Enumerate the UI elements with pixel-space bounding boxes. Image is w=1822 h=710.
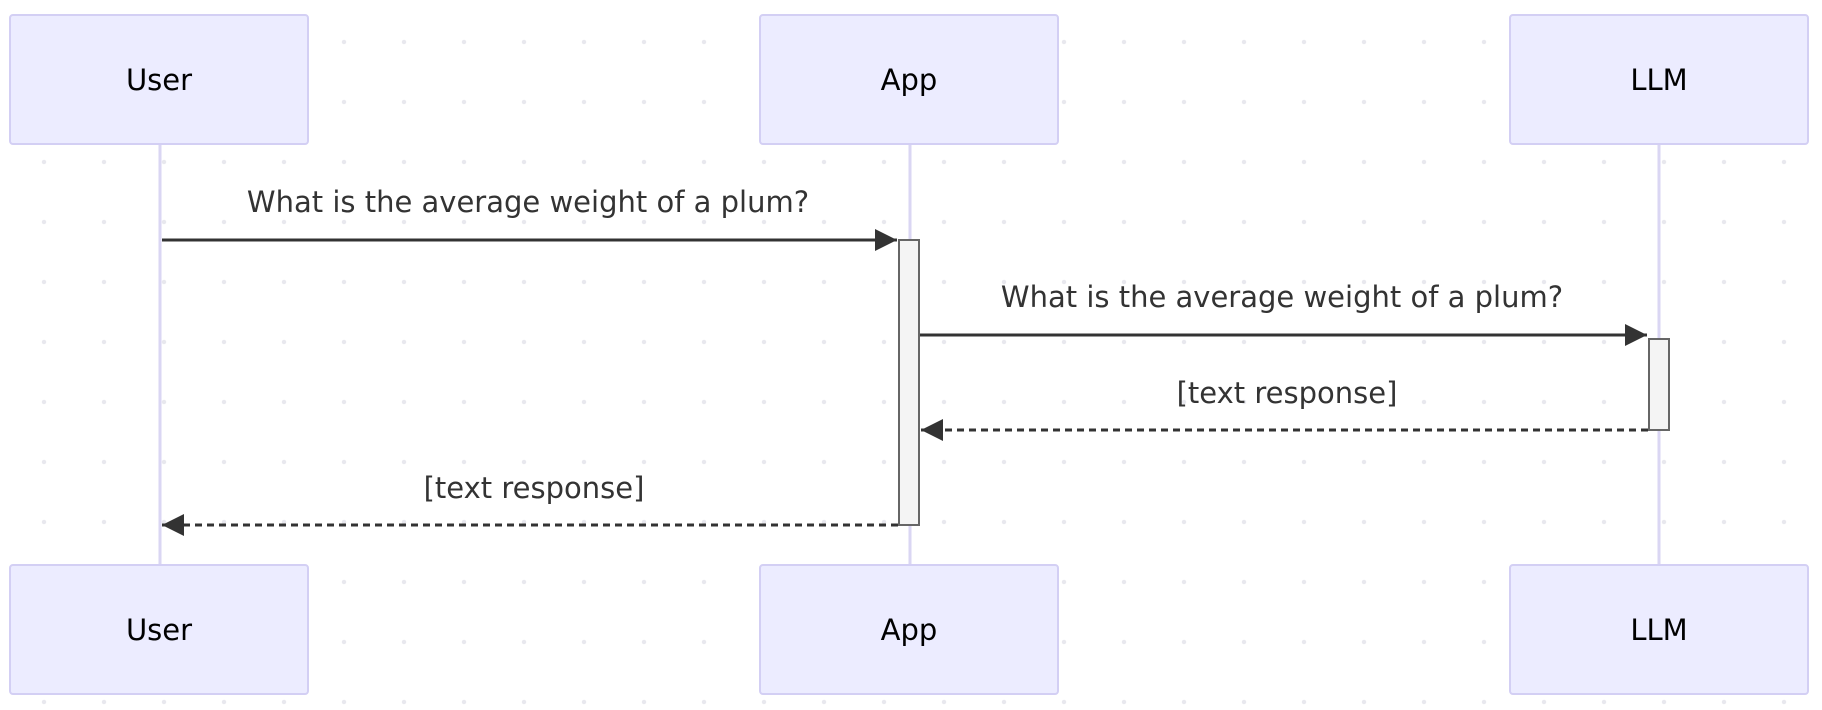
actor-app-top-label: App: [881, 63, 938, 97]
actor-llm-top: LLM: [1509, 14, 1809, 145]
message-user-to-app: What is the average weight of a plum?: [162, 185, 897, 251]
actor-user-bottom-label: User: [126, 613, 192, 647]
actor-llm-bottom-label: LLM: [1630, 613, 1687, 647]
message-llm-to-app: [text response]: [921, 376, 1648, 441]
actor-app-top: App: [759, 14, 1059, 145]
actor-llm-top-label: LLM: [1630, 63, 1687, 97]
message-label: [text response]: [1177, 376, 1398, 410]
actor-app-bottom-label: App: [881, 613, 938, 647]
activation-llm: [1648, 338, 1670, 431]
activation-app: [898, 239, 920, 526]
actor-user-top: User: [9, 14, 309, 145]
message-app-to-user: [text response]: [162, 471, 898, 536]
message-app-to-llm: What is the average weight of a plum?: [920, 280, 1647, 346]
actor-user-top-label: User: [126, 63, 192, 97]
actor-llm-bottom: LLM: [1509, 564, 1809, 695]
actor-user-bottom: User: [9, 564, 309, 695]
message-label: [text response]: [424, 471, 645, 505]
message-label: What is the average weight of a plum?: [247, 185, 809, 219]
message-label: What is the average weight of a plum?: [1001, 280, 1563, 314]
actor-app-bottom: App: [759, 564, 1059, 695]
